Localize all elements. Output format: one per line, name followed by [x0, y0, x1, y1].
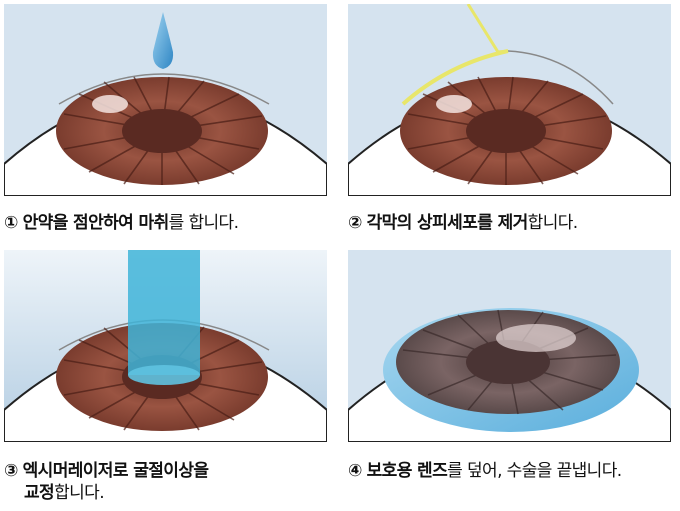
step4-number: ④ — [348, 461, 362, 481]
step4-caption: ④ 보호용 렌즈를 덮어, 수술을 끝냅니다. — [348, 460, 622, 482]
step3-rest-text: 합니다. — [54, 483, 105, 503]
step3-number: ③ — [4, 461, 18, 481]
step3-bold-text: 엑시머레이저로 굴절이상을 — [22, 461, 209, 481]
step2-number: ② — [348, 213, 362, 233]
step2-rest-text: 합니다. — [527, 213, 579, 233]
step4-rest-text: 를 덮어, 수술을 끝냅니다. — [447, 461, 622, 481]
step1-number: ① — [4, 213, 18, 233]
step2-caption: ② 각막의 상피세포를 제거합니다. — [348, 212, 578, 234]
step1-caption: ① 안약을 점안하여 마취를 합니다. — [4, 212, 239, 234]
step3-bold-text-2: 교정 — [24, 483, 55, 503]
step3-illustration — [4, 250, 327, 442]
step4-illustration — [348, 250, 671, 442]
step1-rest-text: 를 합니다. — [168, 213, 239, 233]
step1-illustration — [4, 4, 327, 196]
step2-bold-text: 각막의 상피세포를 제거 — [366, 213, 529, 233]
step3-caption: ③ 엑시머레이저로 굴절이상을 교정합니다. — [4, 460, 209, 504]
step1-bold-text: 안약을 점안하여 마취 — [22, 213, 170, 233]
step4-bold-text: 보호용 렌즈 — [366, 461, 448, 481]
step2-illustration — [348, 4, 671, 196]
